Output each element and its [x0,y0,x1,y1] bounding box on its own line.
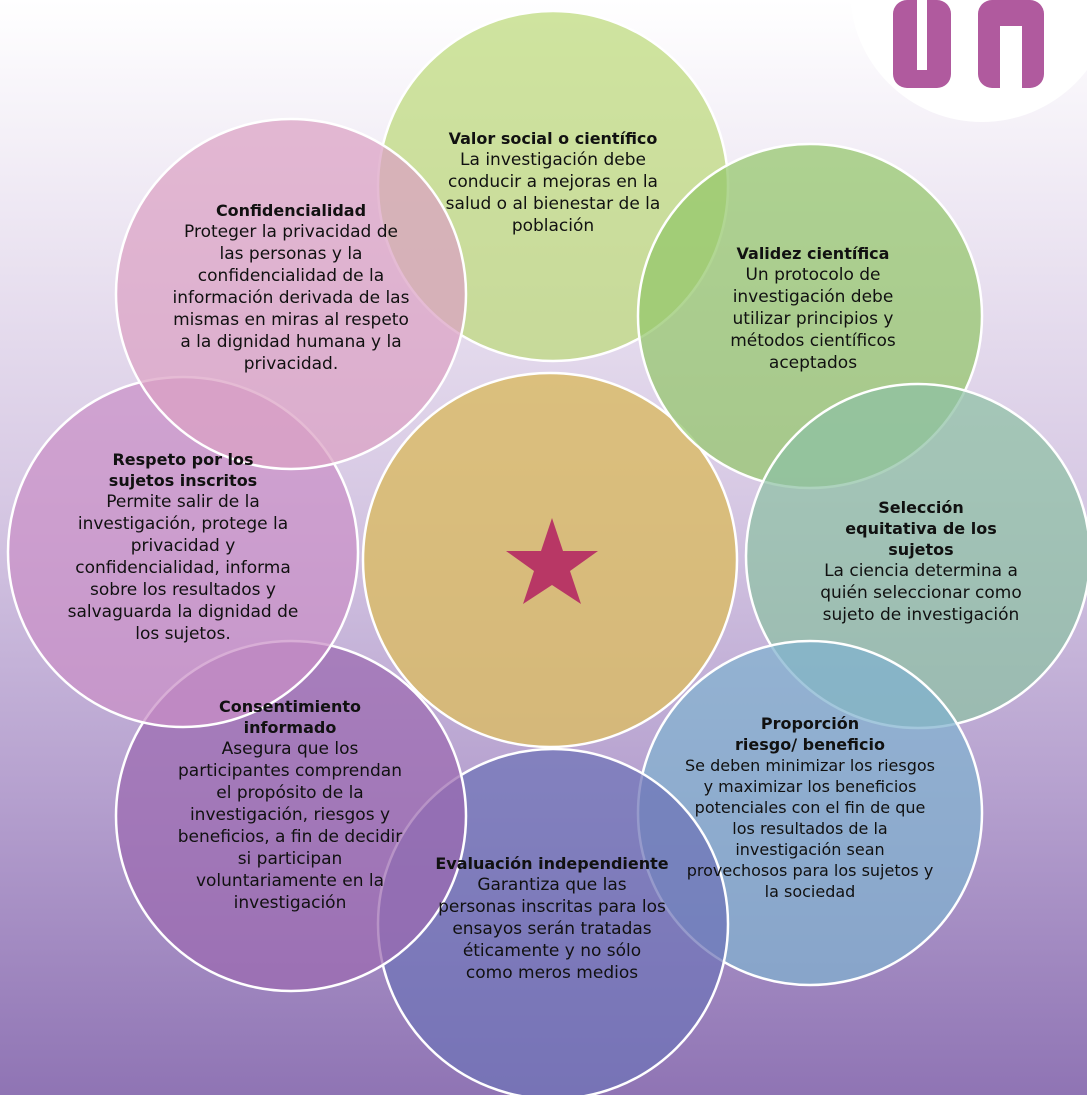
principle-title: Selección equitativa de los sujetos [845,498,997,559]
corner-badge [850,0,1087,122]
principle-title: Consentimiento informado [218,697,362,737]
restroom-figures-icon [893,0,1044,88]
principle-title: Evaluación independiente [435,854,669,873]
principle-description: Se deben minimizar los riesgos y maximiz… [685,756,935,901]
principle-description: La investigación debe conducir a mejoras… [445,150,661,236]
label-seleccion: Selección equitativa de los sujetos La c… [806,497,1036,626]
circle-confidencialidad [114,117,468,471]
label-confidencialidad: Confidencialidad Proteger la privacidad … [171,200,411,375]
principle-title: Validez científica [736,244,890,263]
label-respeto: Respeto por los sujetos inscritos Permit… [58,449,308,645]
principle-title: Proporción riesgo/ beneficio [735,714,885,754]
label-evaluacion: Evaluación independiente Garantiza que l… [427,853,677,984]
principle-description: Asegura que los participantes comprendan… [177,739,403,913]
principle-description: Proteger la privacidad de las personas y… [172,222,410,374]
star-icon [506,518,598,604]
label-consentimiento: Consentimiento informado Asegura que los… [170,696,410,914]
principle-description: Permite salir de la investigación, prote… [67,492,299,644]
label-valor-social: Valor social o científico La investigaci… [433,128,673,237]
principle-title: Valor social o científico [448,129,658,148]
label-validez: Validez científica Un protocolo de inves… [713,243,913,374]
principle-description: La ciencia determina a quién seleccionar… [820,561,1022,625]
label-proporcion: Proporción riesgo/ beneficio Se deben mi… [685,713,935,902]
principle-description: Un protocolo de investigación debe utili… [730,265,896,373]
principle-title: Confidencialidad [215,201,367,220]
principle-title: Respeto por los sujetos inscritos [108,450,258,490]
principle-description: Garantiza que las personas inscritas par… [438,875,666,983]
